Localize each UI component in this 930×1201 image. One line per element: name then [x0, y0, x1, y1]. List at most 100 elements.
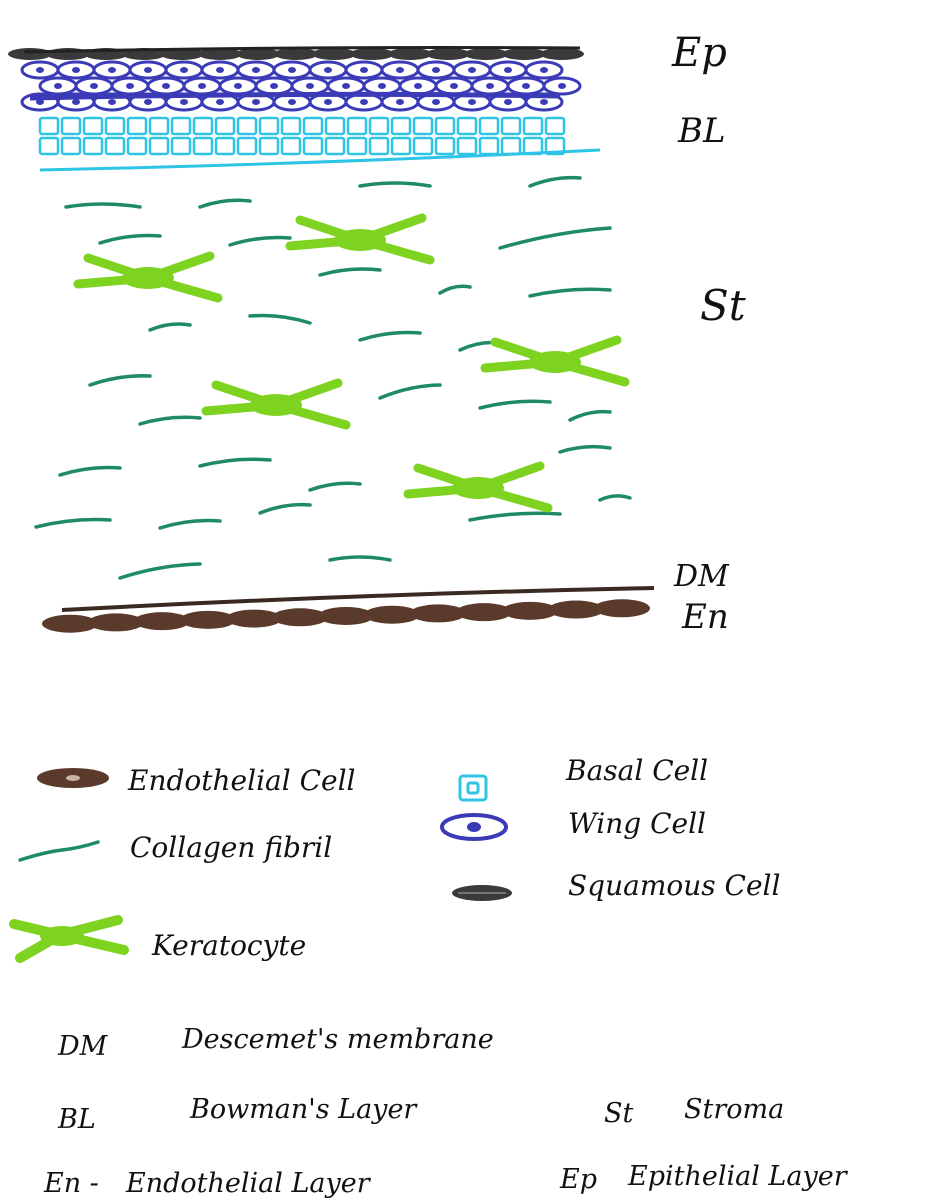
- wing-cell-nucleus: [522, 83, 530, 89]
- basal-cell: [128, 118, 146, 134]
- abbr-st-meaning: Stroma: [684, 1094, 784, 1125]
- basal-cell: [524, 118, 542, 134]
- basal-cell: [348, 138, 366, 154]
- wing-cell-nucleus: [396, 99, 404, 105]
- wing-cell-nucleus: [108, 67, 116, 73]
- basal-cell: [502, 118, 520, 134]
- basal-cell: [172, 138, 190, 154]
- basal-cell: [326, 118, 344, 134]
- basal-cell: [106, 118, 124, 134]
- wing-cell-nucleus: [252, 67, 260, 73]
- keratocyte-body: [529, 351, 581, 373]
- abbr-ep-meaning: Epithelial Layer: [627, 1161, 849, 1192]
- wing-cell-nucleus: [468, 67, 476, 73]
- wing-cell-nucleus: [504, 67, 512, 73]
- basal-cell: [238, 118, 256, 134]
- wing-cell-nucleus: [144, 67, 152, 73]
- wing-cell-nucleus: [486, 83, 494, 89]
- basal-cell: [370, 118, 388, 134]
- wing-cell-nucleus: [450, 83, 458, 89]
- collagen-fibril: [310, 483, 360, 490]
- basal-cell: [260, 138, 278, 154]
- legend-label-basal-cell: Basal Cell: [565, 754, 708, 787]
- wing-cell-icon: [442, 815, 506, 839]
- basal-cell: [238, 138, 256, 154]
- basal-cell: [194, 138, 212, 154]
- legend-label-collagen-fibril: Collagen fibril: [130, 831, 332, 864]
- wing-cell-nucleus: [324, 67, 332, 73]
- squamous-layer: [8, 48, 584, 61]
- endothelial-cell-icon: [37, 768, 109, 788]
- wing-cell-nucleus: [288, 99, 296, 105]
- basal-cell: [84, 138, 102, 154]
- wing-cell-nucleus: [54, 83, 62, 89]
- collagen-fibril: [360, 332, 420, 340]
- wing-cell-nucleus: [306, 83, 314, 89]
- collagen-fibril: [360, 183, 430, 186]
- collagen-fibril: [66, 204, 140, 207]
- basal-cell: [414, 118, 432, 134]
- basal-cell: [304, 138, 322, 154]
- collagen-fibril: [330, 557, 390, 560]
- basal-cell: [436, 118, 454, 134]
- keratocyte-body: [250, 394, 302, 416]
- basal-cell: [546, 118, 564, 134]
- collagen-fibril: [150, 324, 190, 330]
- basal-cell: [348, 118, 366, 134]
- legend-label-wing-cell: Wing Cell: [568, 807, 706, 840]
- wing-cell-nucleus: [342, 83, 350, 89]
- collagen-fibril: [250, 315, 310, 323]
- squamous-cell: [274, 48, 318, 60]
- wing-cell-nucleus: [504, 99, 512, 105]
- basal-cell: [392, 118, 410, 134]
- squamous-cell: [540, 48, 584, 60]
- wing-band: [30, 94, 560, 98]
- endothelial-layer: [42, 588, 654, 633]
- keratocyte-body: [334, 229, 386, 251]
- wing-cell-nucleus: [540, 99, 548, 105]
- endothelial-cell: [594, 599, 650, 617]
- basal-cell: [480, 118, 498, 134]
- basal-cell: [62, 138, 80, 154]
- collagen-fibril: [200, 459, 270, 466]
- wing-cell-nucleus: [216, 99, 224, 105]
- basal-cell: [304, 118, 322, 134]
- basal-cell-icon: [460, 776, 486, 800]
- wing-cell-nucleus: [72, 67, 80, 73]
- wing-cell-nucleus: [432, 67, 440, 73]
- collagen-fibril: [36, 519, 110, 527]
- collagen-fibril: [140, 417, 200, 424]
- squamous-cell: [8, 48, 52, 60]
- collagen-fibril: [440, 286, 470, 293]
- collagen-fibril: [100, 235, 160, 243]
- label-st: St: [700, 281, 746, 330]
- squamous-cell: [350, 48, 394, 60]
- basal-cell: [392, 138, 410, 154]
- wing-cell-nucleus: [288, 67, 296, 73]
- label-ep: Ep: [671, 30, 727, 76]
- legend-label-endothelial-cell: Endothelial Cell: [127, 764, 355, 797]
- collagen-fibril: [500, 228, 610, 248]
- collagen-fibril: [530, 178, 580, 186]
- wing-cell-nucleus: [558, 83, 566, 89]
- wing-cell-nucleus: [360, 99, 368, 105]
- abbr-st: St: [604, 1098, 633, 1129]
- legend-label-keratocyte: Keratocyte: [151, 929, 306, 962]
- basal-cell: [84, 118, 102, 134]
- wing-cell-nucleus: [270, 83, 278, 89]
- wing-cell-nucleus: [108, 99, 116, 105]
- abbr-bl-meaning: Bowman's Layer: [189, 1094, 418, 1125]
- abbr-en-meaning: Endothelial Layer: [125, 1168, 372, 1199]
- abbr-dm: DM: [57, 1031, 109, 1062]
- squamous-cell: [388, 48, 432, 60]
- basal-cell: [106, 138, 124, 154]
- collagen-fibril: [600, 496, 630, 500]
- wing-cell-nucleus: [468, 99, 476, 105]
- basal-cell: [458, 118, 476, 134]
- wing-cell-nucleus: [162, 83, 170, 89]
- basal-cell: [414, 138, 432, 154]
- wing-cell-nucleus: [216, 67, 224, 73]
- collagen-fibril: [380, 385, 440, 398]
- wing-cell-nucleus: [396, 67, 404, 73]
- basal-cell: [326, 138, 344, 154]
